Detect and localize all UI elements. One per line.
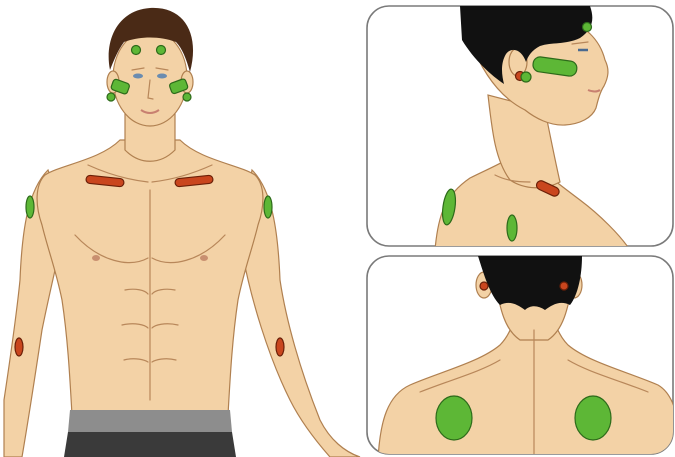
side-chest-point [507, 215, 517, 241]
back-left-shoulder-blade-point [436, 396, 472, 440]
front-waistband [68, 410, 232, 432]
front-left-eye [133, 74, 143, 79]
front-right-eye [157, 74, 167, 79]
side-view [367, 6, 673, 250]
front-right-forearm-point [276, 338, 284, 356]
front-view [4, 8, 360, 457]
front-right-nipple [200, 255, 208, 261]
back-right-ear-point [560, 282, 568, 290]
front-left-jaw-point [107, 93, 115, 101]
back-left-ear-point [480, 282, 488, 290]
side-jaw-point [521, 72, 531, 82]
front-pants [64, 432, 236, 457]
front-right-upper-arm-point [264, 196, 272, 218]
back-right-shoulder-blade-point [575, 396, 611, 440]
back-view [367, 256, 675, 457]
front-forehead-right-point [157, 46, 166, 55]
front-left-nipple [92, 255, 100, 261]
front-left-upper-arm-point [26, 196, 34, 218]
front-forehead-left-point [132, 46, 141, 55]
side-forehead-point [583, 23, 592, 32]
front-left-forearm-point [15, 338, 23, 356]
front-right-jaw-point [183, 93, 191, 101]
front-head [113, 30, 187, 126]
